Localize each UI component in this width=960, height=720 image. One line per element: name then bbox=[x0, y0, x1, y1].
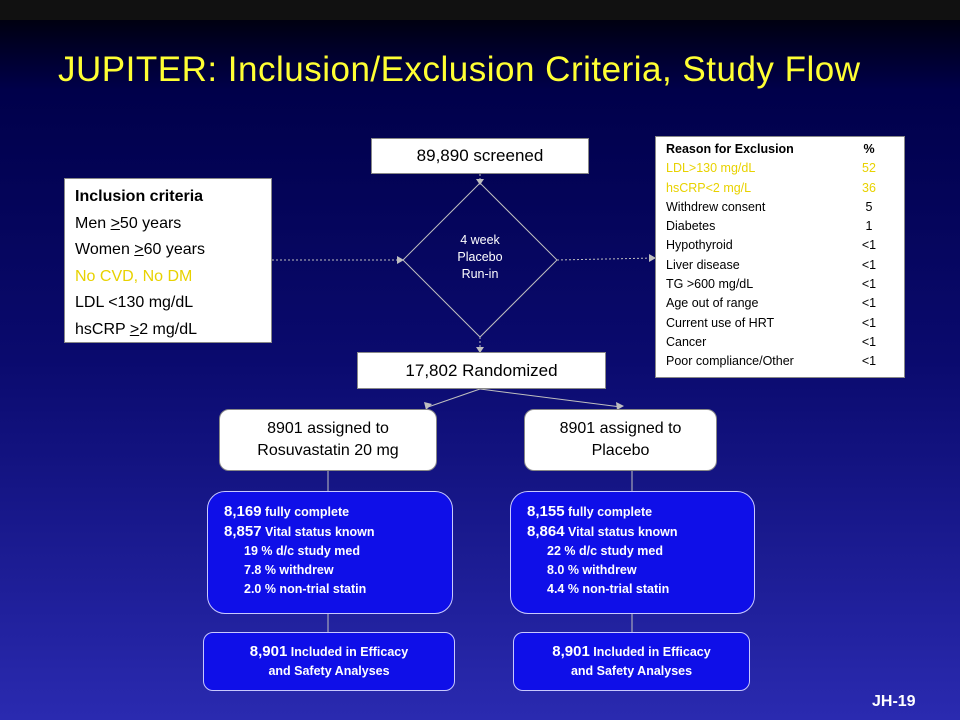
placebo-analysis-box: 8,901 Included in Efficacy and Safety An… bbox=[513, 632, 750, 691]
rosuvastatin-assigned-box: 8901 assigned to Rosuvastatin 20 mg bbox=[219, 409, 437, 471]
non-trial-statin-rate: 4.4 % non-trial statin bbox=[547, 582, 670, 596]
inclusion-heading: Inclusion criteria bbox=[75, 188, 204, 205]
vital-status-count: 8,857 Vital status known bbox=[224, 523, 375, 540]
complete-count: 8,155 fully complete bbox=[527, 503, 653, 520]
arrow-head-right-assigned bbox=[616, 402, 624, 410]
inclusion-men: Men >50 years bbox=[75, 214, 182, 232]
exclusion-row: Hypothyroid<1 bbox=[666, 238, 877, 253]
inclusion-ldl: LDL <130 mg/dL bbox=[75, 294, 194, 311]
exclusion-header-row: Reason for Exclusion % bbox=[666, 142, 875, 156]
inclusion-crp: hsCRP >2 mg/dL bbox=[75, 320, 197, 338]
withdrew-rate: 8.0 % withdrew bbox=[547, 563, 637, 577]
inclusion-cvd: No CVD, No DM bbox=[75, 267, 193, 285]
arrow-head-exclusion bbox=[649, 254, 656, 262]
non-trial-statin-rate: 2.0 % non-trial statin bbox=[244, 582, 367, 596]
connector-split-right bbox=[479, 388, 622, 408]
arrow-head-left-assigned bbox=[424, 402, 432, 410]
exclusion-row: Cancer<1 bbox=[666, 334, 877, 349]
dc-rate: 19 % d/c study med bbox=[244, 544, 361, 558]
vital-status-count: 8,864 Vital status known bbox=[527, 523, 678, 540]
dc-rate: 22 % d/c study med bbox=[547, 544, 664, 558]
run-in-label: 4 week Placebo Run-in bbox=[457, 233, 503, 281]
connector-diamond-to-exclusion bbox=[556, 257, 656, 261]
slide-title: JUPITER: Inclusion/Exclusion Criteria, S… bbox=[58, 50, 861, 89]
inclusion-criteria-box: Inclusion criteria Men >50 years Women >… bbox=[64, 178, 272, 343]
exclusion-row: Age out of range<1 bbox=[666, 296, 877, 311]
screened-box: 89,890 screened bbox=[371, 138, 589, 174]
exclusion-row: Liver disease<1 bbox=[666, 257, 877, 272]
placebo-outcome-box: 8,155 fully complete 8,864 Vital status … bbox=[510, 491, 755, 614]
withdrew-rate: 7.8 % withdrew bbox=[244, 563, 334, 577]
placebo-assigned-box: 8901 assigned to Placebo bbox=[524, 409, 717, 471]
randomized-box: 17,802 Randomized bbox=[357, 352, 606, 389]
rosuvastatin-outcome-box: 8,169 fully complete 8,857 Vital status … bbox=[207, 491, 453, 614]
connector-split-left bbox=[427, 388, 481, 408]
arrow-head-diamond-left bbox=[397, 256, 404, 264]
inclusion-women: Women >60 years bbox=[75, 241, 205, 258]
exclusion-row: Current use of HRT<1 bbox=[666, 315, 877, 330]
complete-count: 8,169 fully complete bbox=[224, 503, 350, 520]
slide-code: JH-19 bbox=[872, 693, 916, 710]
rosuvastatin-analysis-box: 8,901 Included in Efficacy and Safety An… bbox=[203, 632, 455, 691]
top-bar bbox=[0, 0, 960, 20]
exclusion-row: TG >600 mg/dL<1 bbox=[666, 277, 877, 292]
arrow-head-randomized bbox=[476, 347, 484, 353]
exclusion-row: Poor compliance/Other<1 bbox=[666, 354, 877, 369]
arrow-head-diamond-top bbox=[476, 179, 484, 185]
